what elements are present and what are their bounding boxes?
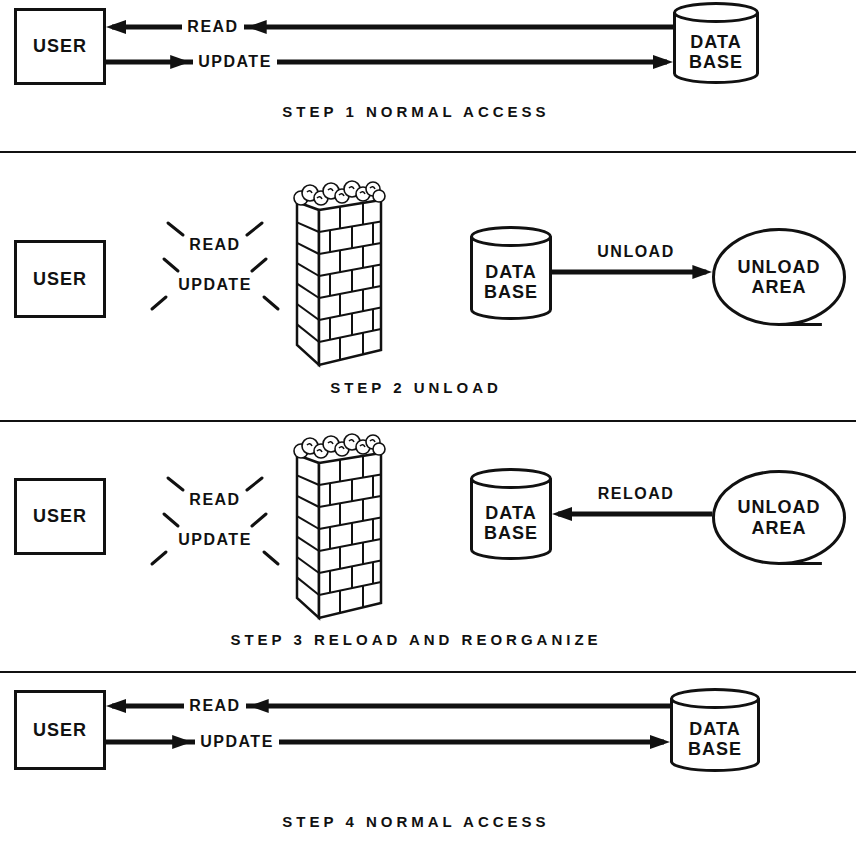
brick-wall <box>294 181 385 365</box>
node-label: DATA BASE <box>484 503 538 543</box>
panel-separator <box>0 151 856 153</box>
node-texts: USER <box>33 720 87 740</box>
flow-arrow <box>552 270 706 275</box>
step-caption: STEP 2 UNLOAD <box>330 379 502 397</box>
flow-arrow <box>106 740 664 745</box>
node-label: UNLOAD AREA <box>738 497 821 537</box>
flow-arrow <box>558 512 712 517</box>
edge-label: READ <box>182 17 243 36</box>
user-box: USER <box>14 240 106 318</box>
reel-tail <box>779 562 822 565</box>
reel-circle <box>714 472 845 564</box>
node-texts: UNLOAD AREA <box>738 497 821 537</box>
node-texts: DATA BASE <box>688 719 742 759</box>
node-label: DATA BASE <box>689 32 743 72</box>
blocked-access: READ <box>189 490 240 509</box>
cylinder-top <box>675 4 758 22</box>
user-box: USER <box>14 478 106 555</box>
cylinder-body <box>472 237 551 319</box>
database-cylinder: DATA BASE <box>673 2 759 84</box>
node-texts: USER <box>33 506 87 526</box>
step-caption: STEP 4 NORMAL ACCESS <box>282 813 549 831</box>
edge-label: UNLOAD <box>592 242 679 261</box>
edge-label: READ <box>184 696 245 715</box>
panel-separator <box>0 420 856 422</box>
panel-separator <box>0 152 856 672</box>
database-cylinder: DATA BASE <box>470 468 552 560</box>
step-caption: STEP 3 RELOAD AND REORGANIZE <box>230 631 601 649</box>
node-label: USER <box>33 269 87 289</box>
node-label: DATA BASE <box>688 719 742 759</box>
user-box: USER <box>14 8 106 85</box>
blocked-marks <box>152 223 278 564</box>
node-texts: USER <box>33 269 87 289</box>
cylinder-body <box>672 699 759 771</box>
node-label: USER <box>33 720 87 740</box>
node-label: DATA BASE <box>484 262 538 302</box>
cylinder-top <box>672 690 759 708</box>
cylinder-top <box>472 228 551 246</box>
reel-tail <box>779 323 822 326</box>
user-box: USER <box>14 690 106 770</box>
blocked-access: UPDATE <box>178 530 252 549</box>
node-label: USER <box>33 36 87 56</box>
node-label: USER <box>33 506 87 526</box>
node-texts: USER <box>33 36 87 56</box>
reel-circle <box>714 230 845 325</box>
blocked-access: UPDATE <box>178 275 252 294</box>
node-texts: DATA BASE <box>484 262 538 302</box>
step-caption: STEP 1 NORMAL ACCESS <box>282 103 549 121</box>
node-texts: DATA BASE <box>484 503 538 543</box>
unload-area-reel: UNLOAD AREA <box>712 228 846 326</box>
edge-label: UPDATE <box>193 52 277 71</box>
panel-separator <box>0 671 856 673</box>
cylinder-body <box>472 479 551 559</box>
unload-area-reel: UNLOAD AREA <box>712 470 846 565</box>
database-cylinder: DATA BASE <box>670 688 760 772</box>
database-cylinder: DATA BASE <box>470 226 552 320</box>
edge-label: UPDATE <box>195 732 279 751</box>
node-texts: UNLOAD AREA <box>738 257 821 297</box>
brick-wall <box>294 434 385 618</box>
cylinder-top <box>472 470 551 488</box>
node-label: UNLOAD AREA <box>738 257 821 297</box>
blocked-access: READ <box>189 235 240 254</box>
edge-label: RELOAD <box>593 484 680 503</box>
node-texts: DATA BASE <box>689 32 743 72</box>
flow-arrow <box>106 60 667 65</box>
